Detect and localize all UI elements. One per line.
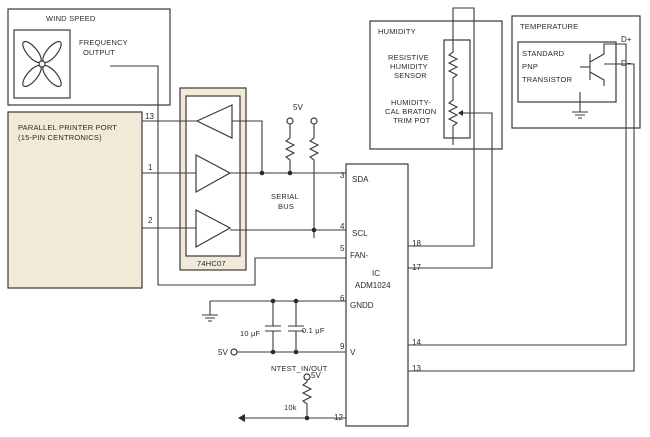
vcc-input-terminal xyxy=(230,348,238,356)
ic-pin-3: 3 xyxy=(340,171,345,180)
output-label: OUTPUT xyxy=(83,48,115,57)
wiring xyxy=(110,7,635,422)
fan-icon xyxy=(22,40,62,88)
buffer-74hc07: 74HC07 xyxy=(179,87,247,271)
port-pin-13: 13 xyxy=(145,112,154,121)
humidity-block: HUMIDITY RESISTIVE HUMIDITY SENSOR HUMID… xyxy=(369,20,503,150)
printer-port-subtitle: (15-PIN CENTRONICS) xyxy=(18,133,102,142)
ic-label-2: ADM1024 xyxy=(355,281,391,290)
humidity-frame xyxy=(369,20,503,150)
printer-port-title: PARALLEL PRINTER PORT xyxy=(18,123,117,132)
printer-port-block: PARALLEL PRINTER PORT (15-PIN CENTRONICS… xyxy=(7,111,154,289)
temp-ground-icon xyxy=(572,92,588,119)
port-pin-1: 1 xyxy=(148,163,153,172)
temp-pin-dplus: D+ xyxy=(621,35,632,44)
humidity-sensor-line-3: SENSOR xyxy=(394,71,427,80)
humidity-pot-line-1: HUMIDITY- xyxy=(391,98,431,107)
transistor-line-3: TRANSISTOR xyxy=(522,75,573,84)
pullup-resistor-scl xyxy=(308,124,320,230)
humidity-pot-line-2: CAL BRATION xyxy=(385,107,436,116)
bus-label: BUS xyxy=(278,202,294,211)
humidity-sensor-line-2: HUMIDITY xyxy=(390,62,428,71)
humidity-title: HUMIDITY xyxy=(378,27,416,36)
resistor-10k-label: 10k xyxy=(284,403,297,412)
cap-01uf-label: 0.1 μF xyxy=(302,326,325,335)
vcc-small-label: 5V xyxy=(311,371,321,380)
ic-pin-gnd-name: GNDD xyxy=(350,301,374,310)
pnp-transistor-icon xyxy=(580,43,622,86)
ic-pin-6: 6 xyxy=(340,294,345,303)
wind-speed-block: WIND SPEED FREQUENCY OUTPUT xyxy=(7,8,171,106)
transistor-box xyxy=(517,41,617,103)
ic-pin-4: 4 xyxy=(340,222,345,231)
pullup-resistor-sda xyxy=(284,124,296,172)
vcc-small-terminal xyxy=(303,373,311,381)
cap-10uf-label: 10 μF xyxy=(240,329,261,338)
transistor-line-1: STANDARD xyxy=(522,49,565,58)
serial-label: SERIAL xyxy=(271,192,299,201)
ic-pin-18: 18 xyxy=(412,239,421,248)
junction-dots xyxy=(259,170,317,421)
ic-label-1: IC xyxy=(372,269,380,278)
wind-speed-title: WIND SPEED xyxy=(46,14,96,23)
humidity-sensor-line-1: RESISTIVE xyxy=(388,53,429,62)
ic-pin-sda-name: SDA xyxy=(352,175,369,184)
ic-body xyxy=(345,163,409,427)
pullup-5v-label: 5V xyxy=(293,103,303,112)
ic-pin-13: 13 xyxy=(412,364,421,373)
vcc-input-label: 5V xyxy=(218,348,228,357)
ic-pin-scl-name: SCL xyxy=(352,229,368,238)
humidity-sensor-resistor xyxy=(447,40,459,94)
humidity-pot-line-3: TRIM POT xyxy=(393,116,431,125)
humidity-trim-pot xyxy=(447,94,459,138)
ic-pin-fan-name: FAN- xyxy=(350,251,369,260)
ic-adm1024: IC ADM1024 SDA SCL FAN- GNDD V 3 4 5 6 9… xyxy=(334,163,421,427)
temperature-frame xyxy=(511,15,641,129)
ic-pin-9: 9 xyxy=(340,342,345,351)
ntest-label: NTEST_IN/OUT xyxy=(271,364,328,373)
transistor-line-2: PNP xyxy=(522,62,538,71)
vcc-terminal-1 xyxy=(286,117,294,125)
pullup-resistors: 5V SERIAL BUS xyxy=(271,103,320,230)
temperature-title: TEMPERATURE xyxy=(520,22,578,31)
trim-pot-arrow xyxy=(458,110,463,116)
temperature-block: TEMPERATURE STANDARD PNP TRANSISTOR D+ D… xyxy=(511,15,641,129)
ic-pin-5: 5 xyxy=(340,244,345,253)
frequency-label: FREQUENCY xyxy=(79,38,128,47)
vcc-terminal-2 xyxy=(310,117,318,125)
humidity-inner-frame xyxy=(443,39,471,139)
printer-port-frame xyxy=(7,111,143,289)
port-pin-2: 2 xyxy=(148,216,153,225)
ic-pin-vcc-name: V xyxy=(350,348,356,357)
ic-pin-14: 14 xyxy=(412,338,421,347)
buffer-part-label: 74HC07 xyxy=(197,259,226,268)
